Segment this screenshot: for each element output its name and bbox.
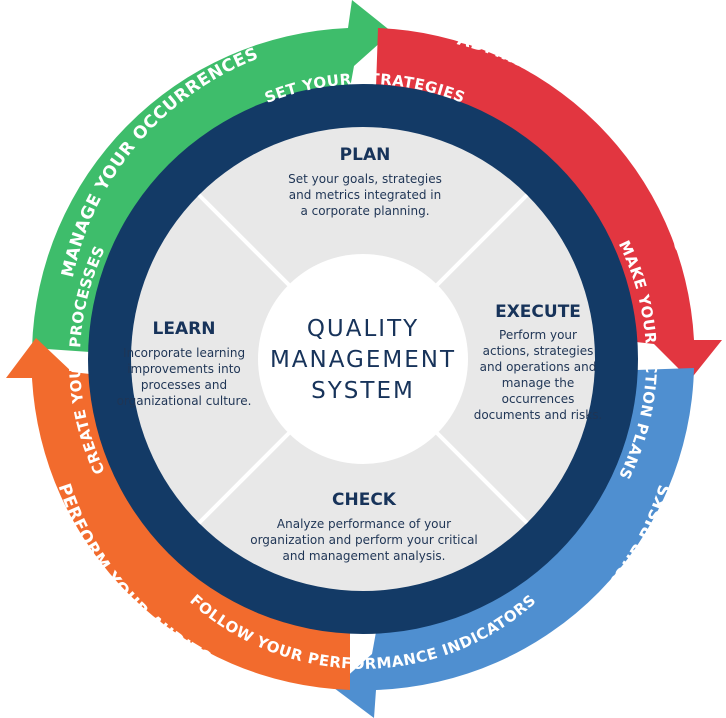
learn-line-3: processes and: [141, 378, 227, 392]
learn-title: LEARN: [153, 319, 216, 339]
execute-line-6: documents and risks.: [474, 408, 603, 422]
center-circle: [258, 254, 468, 464]
check-line-3: and management analysis.: [283, 549, 446, 563]
execute-line-4: manage the: [502, 376, 575, 390]
quadrant-learn: LEARN Incorporate learning improvements …: [117, 319, 252, 408]
outer-ring: [6, 0, 722, 718]
learn-line-4: organizational culture.: [117, 394, 252, 408]
plan-line-3: a corporate planning.: [300, 204, 429, 218]
quadrant-check: CHECK Analyze performance of your organi…: [250, 490, 478, 563]
execute-line-3: and operations and: [480, 360, 597, 374]
outer-arc-red: [376, 28, 722, 380]
check-title: CHECK: [332, 490, 397, 510]
check-line-1: Analyze performance of your: [277, 517, 451, 531]
quadrant-plan: PLAN Set your goals, strategies and metr…: [288, 145, 442, 218]
outer-arc-blue: [334, 368, 694, 718]
center-title-line-1: QUALITY: [307, 316, 419, 342]
plan-title: PLAN: [340, 145, 391, 165]
outer-arc-green: [32, 0, 392, 352]
learn-line-2: improvements into: [127, 362, 241, 376]
learn-line-1: Incorporate learning: [123, 346, 245, 360]
outer-arc-orange: [6, 338, 350, 690]
center-title-line-3: SYSTEM: [311, 378, 415, 404]
center-title-line-2: MANAGEMENT: [270, 347, 456, 373]
plan-line-1: Set your goals, strategies: [288, 172, 442, 186]
execute-title: EXECUTE: [495, 302, 581, 322]
plan-line-2: and metrics integrated in: [289, 188, 442, 202]
execute-line-5: occurrences: [502, 392, 575, 406]
execute-line-1: Perform your: [499, 328, 577, 342]
check-line-2: organization and perform your critical: [250, 533, 478, 547]
quadrant-execute: EXECUTE Perform your actions, strategies…: [474, 302, 603, 422]
execute-line-2: actions, strategies: [483, 344, 594, 358]
